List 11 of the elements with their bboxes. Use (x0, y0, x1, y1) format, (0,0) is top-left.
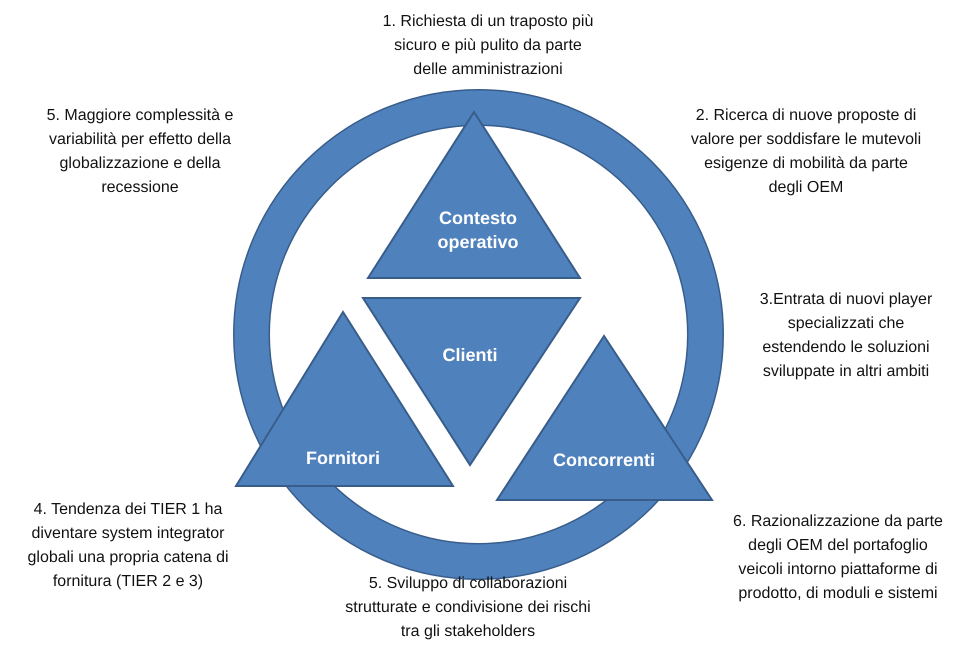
triangle-label: Clienti (441, 344, 498, 367)
note-text: 5. Maggiore complessità e variabilità per effetto della globalizzazione e della recessione (46, 106, 234, 198)
triangle-label: Fornitori (305, 447, 381, 470)
note-text: 5. Sviluppo di collaborazioni strutturate e condivisione dei rischi tra gli stakeholders (344, 574, 592, 642)
note-text: 3.Entrata di nuovi player specializzati che estendendo le soluzioni sviluppate in altri ambiti (758, 290, 934, 382)
note-text: 1. Richiesta di un traposto più sicuro e più pulito da parte delle amministrazioni (382, 12, 594, 80)
triangle-label: Contesto operativo (436, 207, 520, 254)
note-text: 2. Ricerca di nuove proposte di valore per soddisfare le mutevoli esigenze di mobilità da parte degli OEM (690, 106, 922, 198)
triangle-label: Concorrenti (552, 449, 656, 472)
note-text: 6. Razionalizzazione da parte degli OEM del portafoglio veicoli intorno piattaforme di prodotto, di moduli e sistemi (733, 512, 943, 604)
note-text: 4. Tendenza dei TIER 1 ha diventare system integrator globali una propria catena di fornitura (TIER 2 e 3) (26, 500, 230, 592)
